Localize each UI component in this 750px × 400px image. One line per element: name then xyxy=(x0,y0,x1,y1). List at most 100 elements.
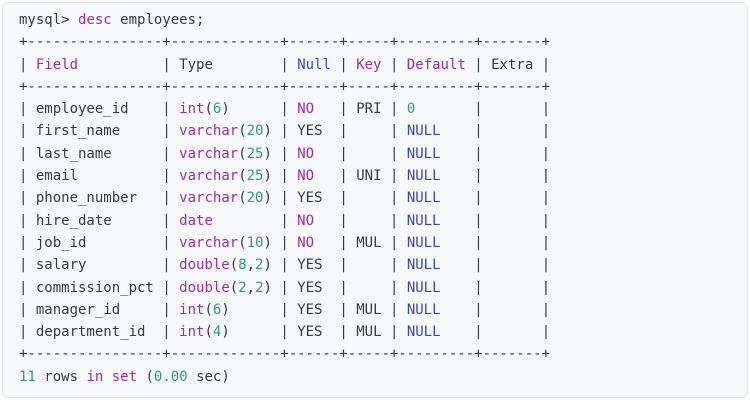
text-token: | xyxy=(19,56,36,73)
time-unit: sec) xyxy=(196,368,230,385)
text-token: last_name xyxy=(35,145,112,162)
text-token: | xyxy=(19,257,36,274)
text-token: | xyxy=(280,190,298,207)
text-token xyxy=(323,302,340,318)
text-token: first_name xyxy=(35,123,121,140)
kw-token: varchar xyxy=(179,145,239,162)
text-token xyxy=(323,190,340,206)
text-token: | xyxy=(541,101,551,118)
table-row: | email | varchar(25) | NO | UNI | NULL … xyxy=(19,165,731,187)
text-token: +----------------+-------------+------+-… xyxy=(19,346,551,363)
num-token: 20 xyxy=(246,123,264,140)
table-border: +----------------+-------------+------+-… xyxy=(19,31,731,53)
text-token xyxy=(441,235,475,251)
text-token xyxy=(382,168,390,184)
text-token: MUL xyxy=(356,301,382,318)
text-token: hire_date xyxy=(35,212,112,229)
num-token: 4 xyxy=(212,324,222,341)
text-token: | xyxy=(389,145,407,162)
text-token: | xyxy=(541,212,551,229)
kw-token: NO xyxy=(297,101,315,118)
text-token: | xyxy=(280,324,298,341)
text-token: ( xyxy=(204,101,213,118)
text-token xyxy=(129,101,163,117)
text-token xyxy=(230,101,281,117)
kw-token: int xyxy=(179,101,205,118)
text-token: | xyxy=(19,190,36,207)
text-token: | xyxy=(339,190,357,207)
lit-token: NULL xyxy=(406,301,441,318)
text-token: | xyxy=(339,234,357,251)
num-token: 8 xyxy=(238,257,247,274)
space xyxy=(112,12,120,28)
lit-token: NULL xyxy=(406,324,441,341)
space xyxy=(103,369,111,385)
text-token xyxy=(491,302,542,318)
text-token xyxy=(382,302,390,318)
result-summary-line: 11 rows in set (0.00 sec) xyxy=(19,366,731,388)
text-token: | xyxy=(162,301,180,318)
text-token xyxy=(314,235,339,251)
text-token xyxy=(213,213,280,229)
text-token xyxy=(323,324,340,340)
text-token: ( xyxy=(229,279,239,296)
table-row: | salary | double(8,2) | YES | | NULL | … xyxy=(19,254,731,276)
text-token xyxy=(230,324,281,340)
text-token: | xyxy=(474,212,492,229)
text-token xyxy=(112,146,163,162)
text-token: | xyxy=(19,301,36,318)
text-token: | xyxy=(19,145,36,162)
text-token: | xyxy=(19,101,36,118)
text-token xyxy=(356,190,390,206)
text-token: | xyxy=(389,101,407,118)
text-token xyxy=(491,213,542,229)
lit-token: NULL xyxy=(406,145,441,162)
text-token: | xyxy=(162,234,180,251)
text-token xyxy=(382,324,390,340)
text-token: | xyxy=(474,301,492,318)
text-token xyxy=(86,257,162,273)
text-token: | xyxy=(280,257,298,274)
text-token: | xyxy=(19,212,36,229)
console-output: mysql> desc employees; +----------------… xyxy=(19,9,731,388)
text-token xyxy=(86,235,162,251)
kw-token: Default xyxy=(406,56,466,73)
text-token: | xyxy=(474,123,492,140)
text-token: UNI xyxy=(356,168,382,185)
text-token xyxy=(145,324,162,340)
text-token: | xyxy=(389,279,407,296)
num-token: 2 xyxy=(255,279,264,296)
text-token: | xyxy=(162,145,180,162)
kw-token: double xyxy=(179,257,230,274)
text-token: ( xyxy=(238,190,247,207)
num-token: 25 xyxy=(246,168,264,185)
text-token: YES xyxy=(297,279,323,296)
text-token: MUL xyxy=(356,324,382,341)
text-token: | xyxy=(162,123,180,140)
text-token: Extra xyxy=(491,56,534,73)
text-token: ) xyxy=(221,324,230,341)
text-token xyxy=(314,168,339,184)
text-token xyxy=(491,257,542,273)
text-token: | xyxy=(541,190,551,207)
lit-token: NULL xyxy=(406,257,441,274)
kw-token: Key xyxy=(356,56,382,73)
text-token: | xyxy=(474,257,492,274)
text-token xyxy=(314,101,339,117)
text-token: | xyxy=(541,324,551,341)
text-token: | xyxy=(389,257,407,274)
text-token xyxy=(491,190,542,206)
text-token: | xyxy=(541,234,551,251)
num-token: 6 xyxy=(212,301,222,318)
table-row: | job_id | varchar(10) | NO | MUL | NULL… xyxy=(19,232,731,254)
text-token: | xyxy=(339,56,357,73)
text-token xyxy=(382,101,390,117)
text-token: ) xyxy=(263,123,272,140)
num-token: 10 xyxy=(246,234,264,251)
text-token: | xyxy=(162,324,180,341)
text-token: ) xyxy=(263,145,272,162)
text-token xyxy=(491,324,542,340)
kw-token: int xyxy=(179,301,205,318)
text-token xyxy=(441,168,475,184)
